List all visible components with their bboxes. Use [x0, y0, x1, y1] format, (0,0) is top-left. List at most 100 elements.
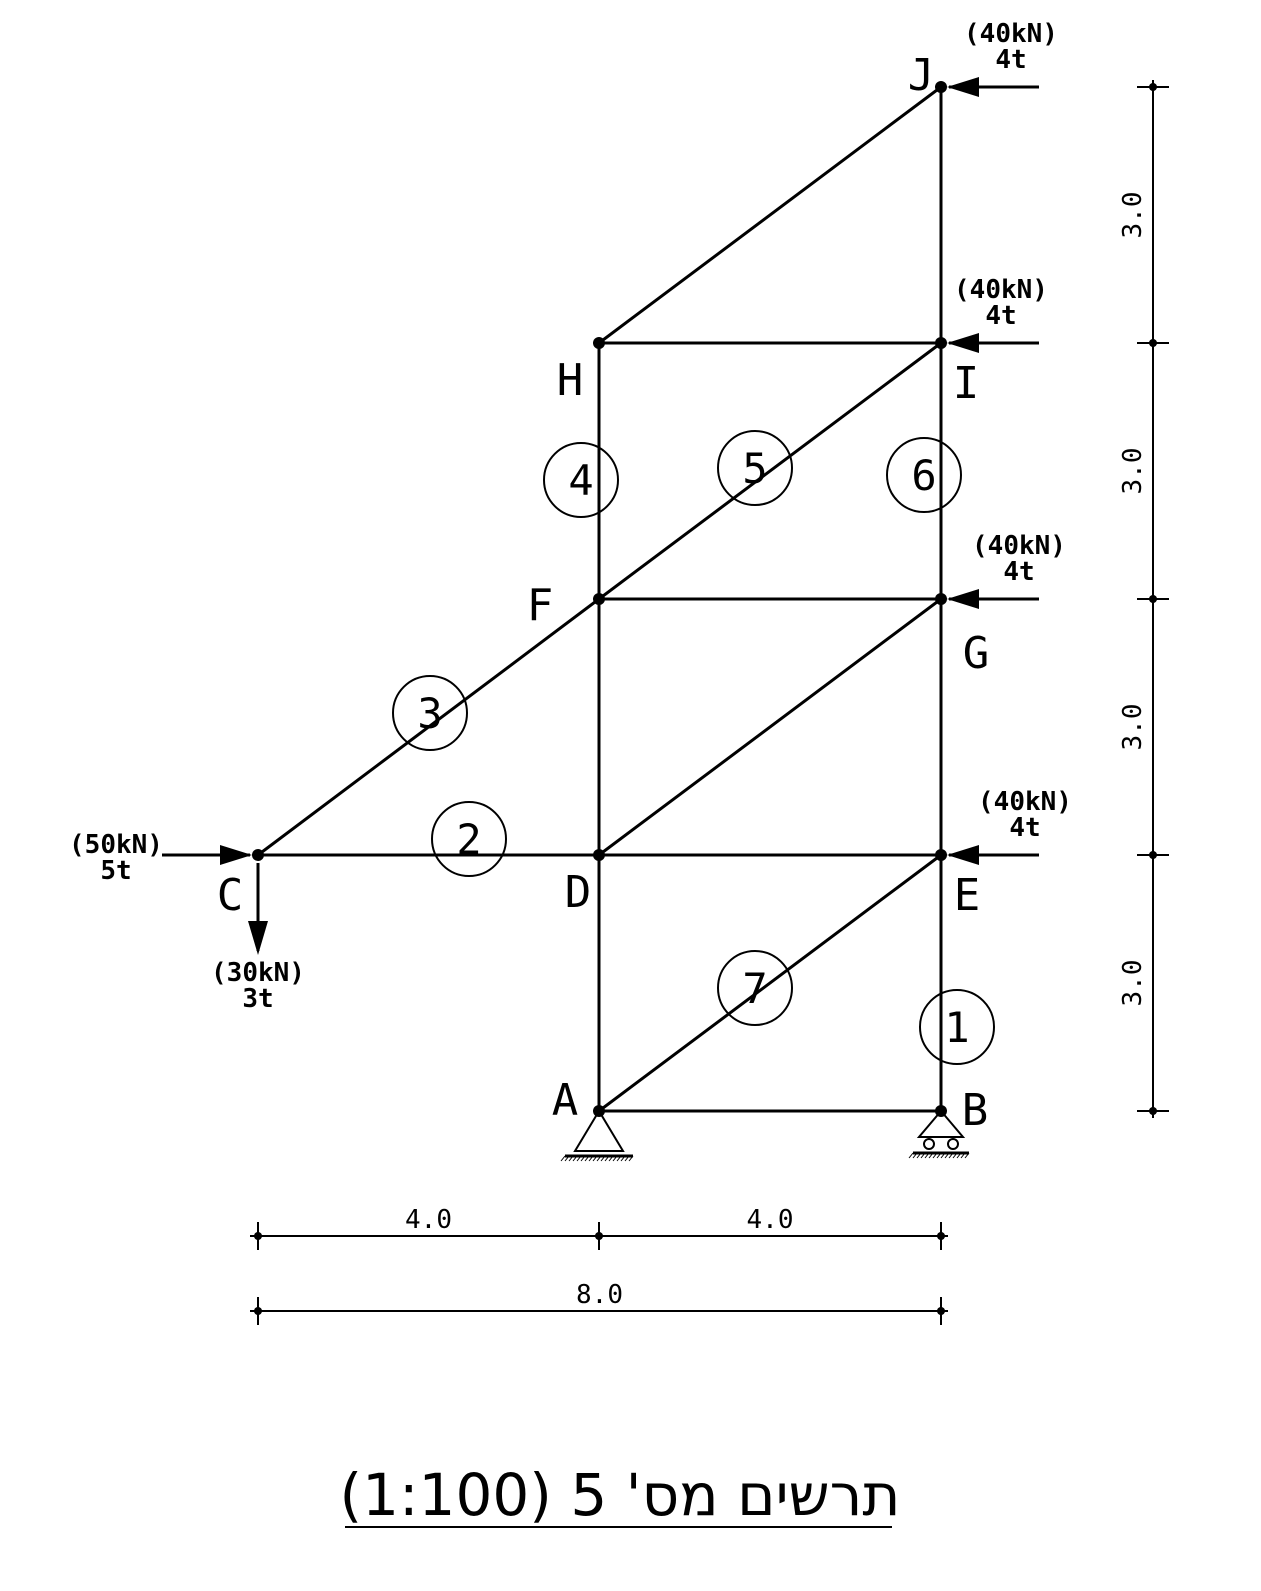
load-kn-label: (40kN) — [972, 531, 1066, 561]
loads: (40kN)4t(40kN)4t(40kN)4t(40kN)4t(50kN)5t… — [69, 19, 1072, 1014]
member-number-text: 6 — [911, 451, 936, 500]
member-number-text: 3 — [417, 689, 442, 738]
node-label-I: I — [953, 358, 980, 409]
node-label-A: A — [552, 1075, 579, 1126]
load-E-left: (40kN)4t — [947, 787, 1072, 865]
truss-nodes — [252, 81, 947, 1117]
hatch — [956, 1152, 962, 1159]
node-F — [593, 593, 605, 605]
pin-triangle — [573, 1109, 625, 1152]
hatch — [600, 1155, 606, 1162]
dimension-dot — [595, 1232, 603, 1240]
support-pin-A — [560, 1109, 634, 1162]
dimension-dot — [937, 1232, 945, 1240]
dimension-dot — [254, 1307, 262, 1315]
hatch — [620, 1155, 626, 1162]
node-C — [252, 849, 264, 861]
hatch — [572, 1155, 578, 1162]
hatch — [596, 1155, 602, 1162]
node-label-G: G — [963, 628, 990, 679]
dimension-dot — [1149, 339, 1157, 347]
member-FI — [598, 341, 942, 601]
hatch — [584, 1155, 590, 1162]
arrowhead-left-icon — [947, 77, 979, 97]
hatch — [932, 1152, 938, 1159]
dimension-dot — [1149, 595, 1157, 603]
hatch — [960, 1152, 966, 1159]
node-J — [935, 81, 947, 93]
dimension-dot — [937, 1307, 945, 1315]
arrowhead-right-icon — [220, 845, 252, 865]
load-kn-label: (30kN) — [211, 958, 305, 988]
member-number-text: 2 — [456, 815, 481, 864]
hatch — [580, 1155, 586, 1162]
member-number-6: 6 — [886, 437, 962, 513]
hatch — [608, 1155, 614, 1162]
dimension-value: 3.0 — [1118, 960, 1148, 1007]
vertical-dimension: 3.03.03.03.0 — [1118, 80, 1169, 1118]
hatch — [940, 1152, 946, 1159]
member-CF — [257, 597, 600, 857]
hatch — [568, 1155, 574, 1162]
member-number-4: 4 — [543, 442, 619, 518]
horizontal-dimension-row-2: 8.0 — [250, 1280, 948, 1325]
hatch — [912, 1152, 918, 1159]
node-G — [935, 593, 947, 605]
member-number-circle — [717, 950, 793, 1026]
hatch — [616, 1155, 622, 1162]
hatch — [564, 1155, 570, 1162]
dimension-dot — [1149, 1107, 1157, 1115]
dimension-dot — [1149, 851, 1157, 859]
load-J-left: (40kN)4t — [947, 19, 1058, 97]
node-label-E: E — [954, 870, 981, 921]
dimension-dot — [254, 1232, 262, 1240]
dimension-value: 3.0 — [1118, 704, 1148, 751]
member-HJ — [598, 85, 942, 345]
hatch — [624, 1155, 630, 1162]
load-ton-label: 4t — [985, 301, 1016, 331]
hatch — [948, 1152, 954, 1159]
member-number-text: 1 — [944, 1003, 969, 1052]
hatch — [936, 1152, 942, 1159]
roller-triangle — [916, 1109, 966, 1138]
roller-wheel — [923, 1138, 935, 1150]
member-number-circle — [919, 989, 995, 1065]
load-ton-label: 3t — [242, 984, 273, 1014]
hatch — [612, 1155, 618, 1162]
dimension-value: 4.0 — [747, 1205, 794, 1235]
hatch — [964, 1152, 970, 1159]
supports — [560, 1109, 970, 1162]
node-H — [593, 337, 605, 349]
load-ton-label: 4t — [995, 45, 1026, 75]
member-AE — [598, 853, 942, 1113]
arrowhead-left-icon — [947, 333, 979, 353]
member-number-text: 7 — [742, 964, 767, 1013]
hatch — [924, 1152, 930, 1159]
node-label-B: B — [962, 1085, 989, 1136]
member-number-2: 2 — [431, 801, 507, 877]
load-I-left: (40kN)4t — [947, 275, 1048, 353]
member-number-circle — [886, 437, 962, 513]
node-label-H: H — [557, 355, 584, 406]
arrowhead-down-icon — [248, 921, 268, 955]
hatch — [920, 1152, 926, 1159]
member-number-circle — [431, 801, 507, 877]
load-kn-label: (50kN) — [69, 830, 163, 860]
node-label-D: D — [565, 867, 592, 918]
member-number-text: 4 — [568, 456, 593, 505]
node-label-J: J — [908, 50, 935, 101]
member-number-tags: 1 2 3 4 5 6 7 — [392, 430, 995, 1065]
node-A — [593, 1105, 605, 1117]
node-D — [593, 849, 605, 861]
member-number-3: 3 — [392, 675, 468, 751]
dimension-value: 4.0 — [405, 1205, 452, 1235]
load-kn-label: (40kN) — [954, 275, 1048, 305]
member-number-5: 5 — [717, 430, 793, 506]
hatch — [576, 1155, 582, 1162]
hatch — [588, 1155, 594, 1162]
load-kn-label: (40kN) — [978, 787, 1072, 817]
member-number-1: 1 — [919, 989, 995, 1065]
roller-wheel — [947, 1138, 959, 1150]
